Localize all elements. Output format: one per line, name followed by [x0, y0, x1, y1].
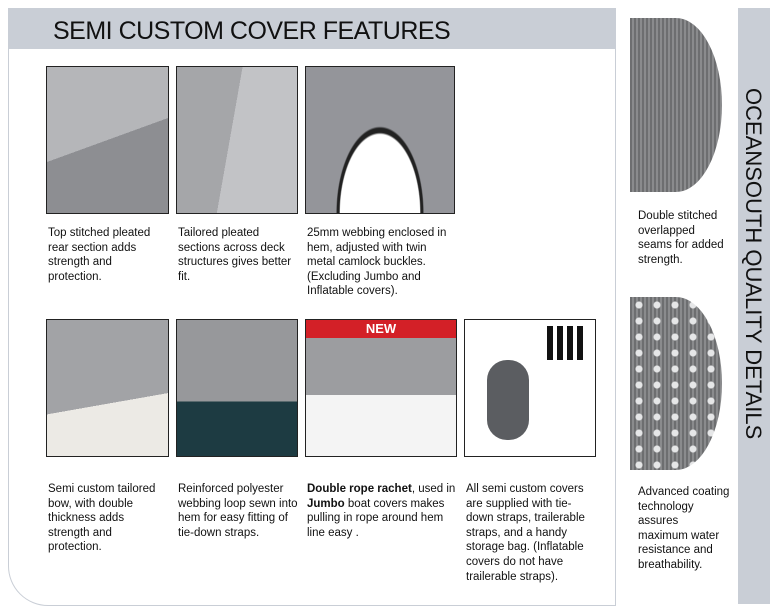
feature-image-webbing [305, 66, 455, 214]
water-droplets-image [630, 297, 722, 470]
feature-caption: Semi custom tailored bow, with double th… [48, 483, 156, 554]
seam-fabric-image [630, 18, 722, 192]
quality-band: OCEANSOUTH QUALITY DETAILS [738, 8, 770, 604]
bold-text: Double rope rachet [307, 483, 412, 495]
header-band: SEMI CUSTOM COVER FEATURES [9, 9, 615, 49]
feature-caption: Tailored pleated sections across deck st… [178, 227, 292, 283]
feature-caption: Double rope rachet, used in Jumbo boat c… [307, 482, 457, 540]
quality-caption: Advanced coating technology assures maxi… [638, 486, 730, 571]
bold-text: Jumbo [307, 497, 345, 510]
quality-caption: Double stitched overlapped seams for add… [638, 210, 724, 266]
feature-caption: Reinforced polyester webbing loop sewn i… [178, 483, 298, 539]
feature-image-pleated-sections [176, 66, 298, 214]
feature-image-storage-bag [464, 319, 596, 457]
new-badge: NEW [306, 320, 456, 338]
storage-bag-icon [487, 360, 529, 440]
feature-image-bow [46, 319, 169, 457]
text: boat covers makes pulling in rope around… [307, 497, 445, 539]
feature-image-webbing-loop [176, 319, 298, 457]
feature-caption: All semi custom covers are supplied with… [466, 483, 585, 583]
text: , used in [411, 483, 456, 495]
quality-title: OCEANSOUTH QUALITY DETAILS [741, 88, 766, 440]
buckles-icon [547, 326, 587, 360]
page-title: SEMI CUSTOM COVER FEATURES [53, 17, 451, 45]
feature-image-rope-rachet: NEW [305, 319, 457, 457]
feature-image-rear-section [46, 66, 169, 214]
feature-caption: Top stitched pleated rear section adds s… [48, 227, 151, 283]
feature-caption: 25mm webbing enclosed in hem, adjusted w… [307, 227, 447, 298]
